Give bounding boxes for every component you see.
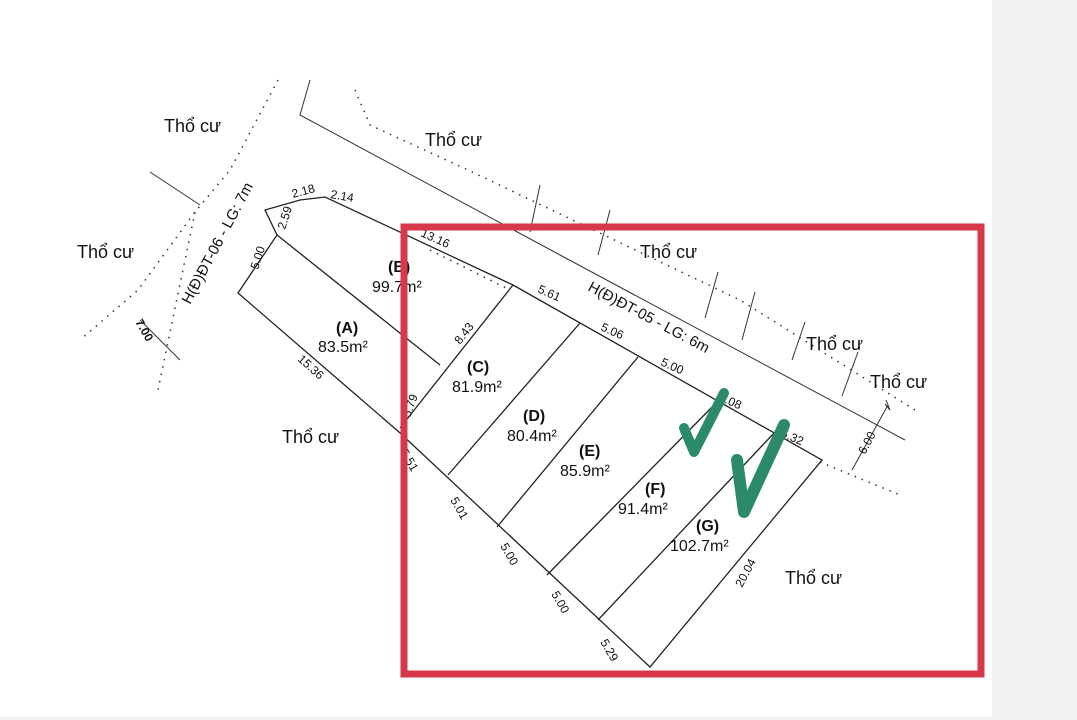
zone-label: Thổ cư	[425, 130, 482, 150]
dimension-label: 8.43	[451, 320, 477, 347]
lot-area-f: 91.4m²	[618, 501, 668, 518]
neighbour-boundaries	[149, 79, 906, 441]
dimension-label: 5.29	[597, 637, 621, 665]
dimension-label: 5.06	[599, 320, 626, 342]
zone-label: Thổ cư	[164, 116, 221, 136]
lot-id-f: (F)	[645, 481, 665, 498]
dimension-label: 2.59	[275, 204, 296, 231]
lot-area-d: 80.4m²	[507, 428, 557, 445]
dimension-label: 5.00	[548, 589, 572, 617]
zone-label: Thổ cư	[870, 372, 927, 392]
check-marks	[679, 388, 790, 518]
zone-label: Thổ cư	[640, 242, 697, 262]
check-mark-icon	[731, 419, 790, 518]
lot-area-g: 102.7m²	[670, 538, 729, 555]
zone-label: Thổ cư	[785, 568, 842, 588]
width-indicators	[139, 319, 891, 471]
highlight-box	[400, 223, 985, 678]
road-width-06: 7.00	[132, 317, 156, 345]
lot-area-e: 85.9m²	[560, 463, 610, 480]
road-edges	[79, 79, 916, 496]
lot-id-g: (G)	[696, 518, 719, 535]
zone-label: Thổ cư	[806, 334, 863, 354]
road-width-05: 6.00	[855, 429, 878, 456]
lot-area-b: 99.7m²	[372, 279, 422, 296]
dimension-label: 2.18	[290, 181, 316, 201]
zone-label: Thổ cư	[282, 427, 339, 447]
dimension-label: 5.01	[447, 495, 471, 523]
road-labels: H(Đ)ĐT-06 - LG: 7m H(Đ)ĐT-05 - LG: 6m 7.…	[132, 180, 878, 457]
dimension-label: 5.00	[248, 244, 269, 271]
dimension-label: 20.04	[732, 556, 759, 589]
lot-id-d: (D)	[523, 408, 545, 425]
lot-area-c: 81.9m²	[452, 379, 502, 396]
zone-labels: Thổ cư Thổ cư Thổ cư Thổ cư Thổ cư Thổ c…	[77, 116, 927, 588]
survey-paper	[0, 0, 992, 716]
lot-labels: (A) 83.5m² (B) 99.7m² (C) 81.9m² (D) 80.…	[318, 259, 729, 555]
lot-id-e: (E)	[579, 443, 600, 460]
dimension-label: 5.61	[536, 282, 563, 304]
zone-label: Thổ cư	[77, 242, 134, 262]
lot-id-a: (A)	[336, 320, 358, 337]
dimension-label: 5.00	[497, 541, 521, 569]
dimension-label: 2.14	[329, 187, 355, 205]
lot-id-c: (C)	[467, 359, 489, 376]
check-mark-icon	[679, 388, 729, 457]
lot-area-a: 83.5m²	[318, 339, 368, 356]
dimension-label: 5.00	[659, 355, 686, 377]
road-label-05: H(Đ)ĐT-05 - LG: 6m	[585, 279, 712, 357]
